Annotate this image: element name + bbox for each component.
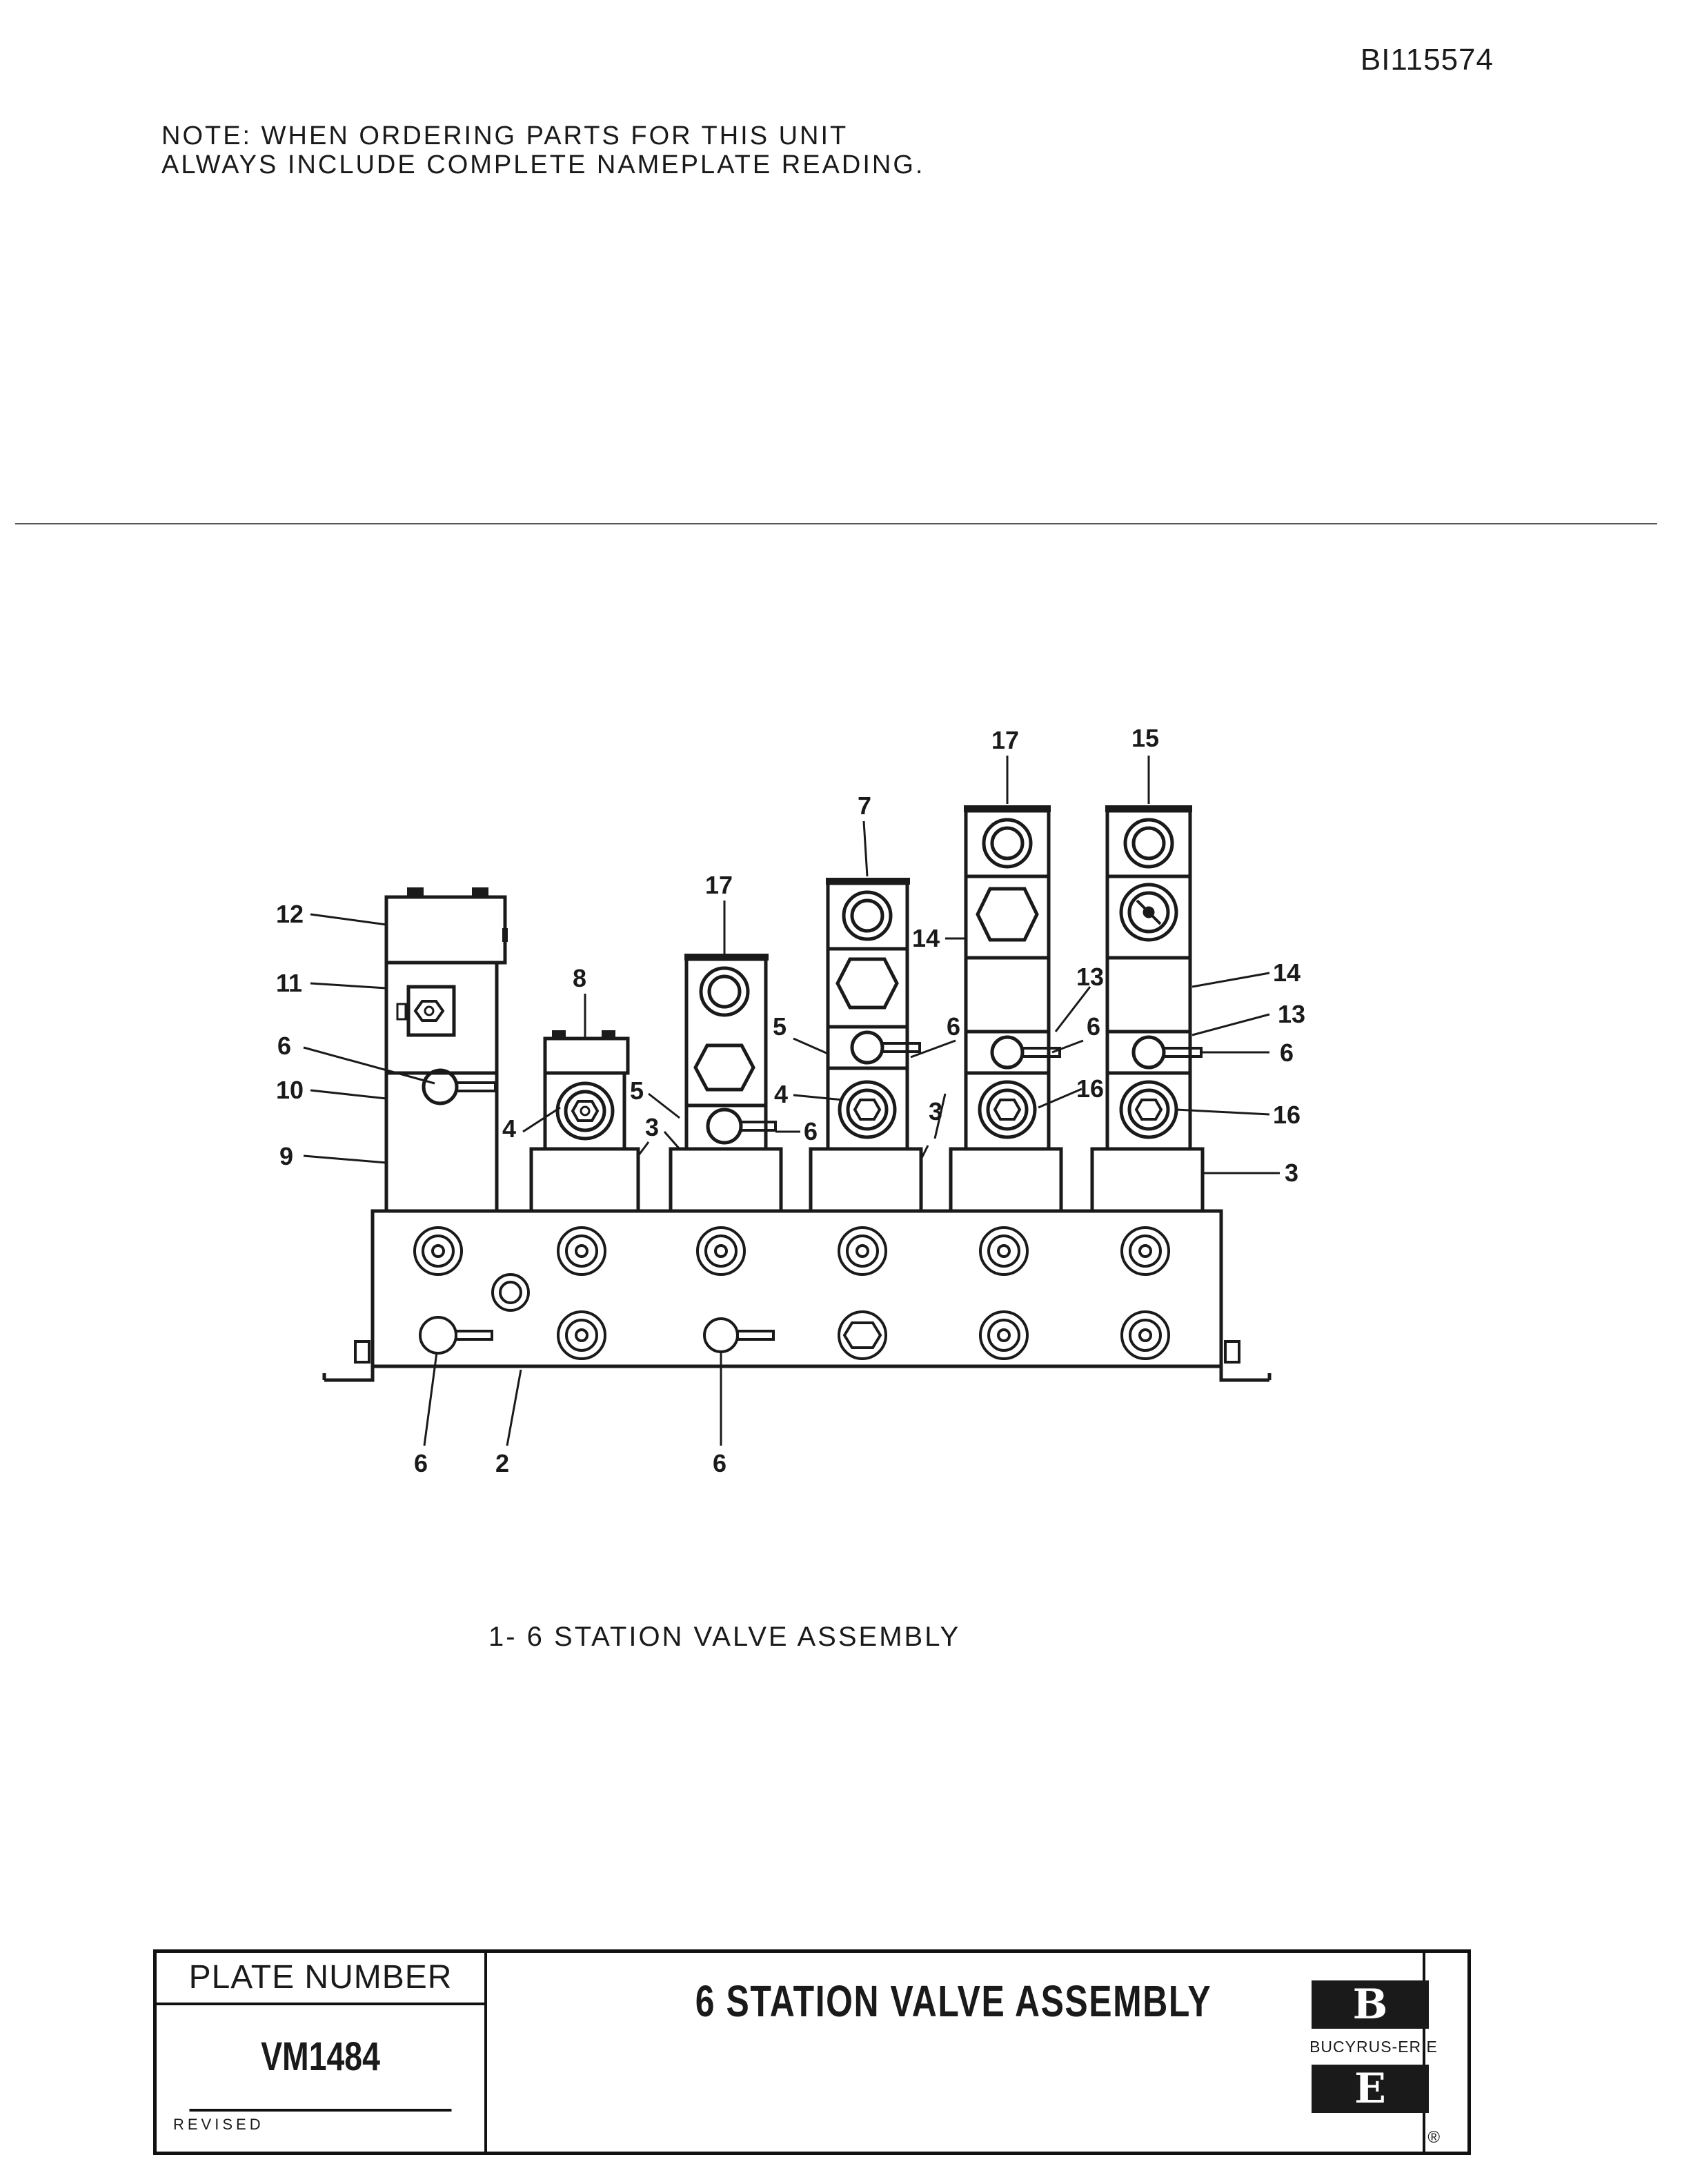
callout-5: 5	[773, 1012, 787, 1041]
callout-6: 6	[1280, 1039, 1294, 1067]
bucyrus-erie-logo: B BUCYRUS-ERIE E ®	[1280, 1953, 1467, 2152]
manifold-base	[322, 1209, 1272, 1382]
title-block: PLATE NUMBER VM1484 REVISED 6 STATION VA…	[153, 1949, 1471, 2155]
callout-13: 13	[1278, 1000, 1305, 1028]
callout-6: 6	[1087, 1012, 1100, 1041]
plate-number-label: PLATE NUMBER	[157, 1953, 484, 2005]
station-3	[669, 954, 783, 1213]
ordering-note: NOTE: WHEN ORDERING PARTS FOR THIS UNIT …	[161, 121, 924, 179]
callout-3: 3	[645, 1113, 659, 1141]
station-2	[529, 1030, 640, 1213]
station-5	[949, 805, 1063, 1213]
callout-10: 10	[276, 1076, 304, 1104]
registered-mark: ®	[1427, 2128, 1440, 2147]
callout-14: 14	[1273, 958, 1301, 987]
drawing-title: 6 STATION VALVE ASSEMBLY	[695, 1976, 1212, 2026]
callout-2: 2	[495, 1449, 509, 1477]
callout-6: 6	[804, 1117, 818, 1145]
figure-caption: 1- 6 STATION VALVE ASSEMBLY	[488, 1622, 961, 1652]
divider-line	[15, 523, 1657, 524]
callout-4: 4	[502, 1114, 516, 1143]
callout-12: 12	[276, 900, 304, 928]
document-id: BI115574	[1360, 43, 1494, 77]
logo-company-name: BUCYRUS-ERIE	[1309, 2038, 1438, 2056]
station-6	[1090, 805, 1205, 1213]
callout-6: 6	[414, 1449, 428, 1477]
note-line-2: ALWAYS INCLUDE COMPLETE NAMEPLATE READIN…	[161, 150, 925, 179]
callout-4: 4	[774, 1080, 788, 1108]
callout-16: 16	[1273, 1101, 1301, 1129]
callout-7: 7	[858, 791, 871, 820]
callout-3: 3	[1285, 1159, 1298, 1187]
callout-15: 15	[1131, 724, 1159, 752]
callout-6: 6	[947, 1012, 960, 1041]
station-4	[809, 878, 923, 1213]
callout-9: 9	[279, 1142, 293, 1170]
logo-top-block: B	[1312, 1980, 1429, 2029]
callout-17: 17	[991, 726, 1019, 754]
note-line-1: NOTE: WHEN ORDERING PARTS FOR THIS UNIT	[161, 121, 849, 150]
callout-8: 8	[573, 964, 586, 992]
callout-6: 6	[713, 1449, 726, 1477]
title-cell: 6 STATION VALVE ASSEMBLY	[484, 1953, 1425, 2152]
logo-bottom-block: E	[1312, 2065, 1429, 2113]
callout-5: 5	[630, 1076, 644, 1105]
logo-letter-e: E	[1354, 2065, 1386, 2113]
callout-labels: 12 11 6 10 9 8 4 5 3 17 6 7 5 4 6 14 3 1…	[276, 724, 1305, 1477]
revised-label: REVISED	[173, 2116, 264, 2133]
callout-16: 16	[1076, 1074, 1104, 1103]
callout-14: 14	[912, 924, 940, 952]
plate-number-cell: PLATE NUMBER VM1484 REVISED	[157, 1953, 487, 2152]
manifold-bottom-ports	[419, 1310, 1170, 1360]
leader-lines	[303, 756, 1280, 1446]
callout-3: 3	[929, 1097, 942, 1125]
callout-11: 11	[276, 969, 302, 997]
logo-letter-b: B	[1352, 1980, 1388, 2029]
callout-17: 17	[705, 871, 733, 899]
callout-6: 6	[277, 1032, 291, 1060]
plate-number-value: VM1484	[189, 2005, 452, 2112]
manifold-top-ports	[413, 1226, 1170, 1312]
callout-13: 13	[1076, 963, 1104, 991]
station-1	[384, 887, 508, 1213]
